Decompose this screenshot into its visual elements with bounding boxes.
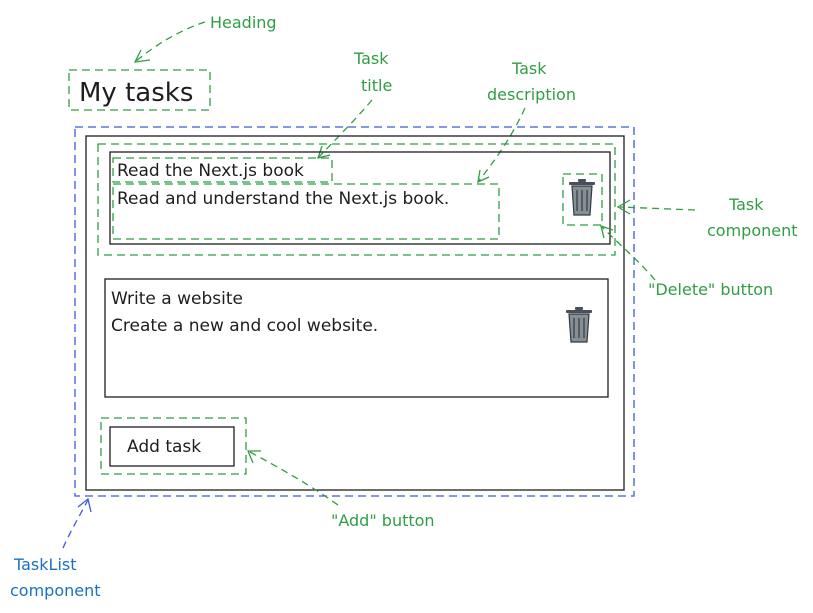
task-title-highlight [112, 157, 333, 183]
heading-highlight [68, 69, 211, 111]
add-task-button-label: Add task [127, 437, 201, 457]
trash-icon [566, 307, 592, 343]
add-button-highlight [100, 417, 247, 475]
task-2-title: Write a website [111, 289, 243, 309]
annotation-tasklist-component-arrow [62, 499, 89, 549]
annotation-delete-button-arrow [600, 225, 656, 281]
task-component-highlight [97, 143, 616, 256]
annotation-task-description-line1: Task [511, 59, 547, 78]
task-card-1 [109, 151, 611, 245]
annotation-tasklist-component-line2: component [10, 581, 101, 600]
annotation-task-component-arrow [619, 206, 696, 211]
add-task-button[interactable]: Add task [109, 426, 235, 467]
delete-button-highlight [562, 173, 603, 226]
annotation-heading-arrow [134, 21, 206, 63]
annotation-task-component-line2: component [707, 221, 798, 240]
task-card-2 [104, 278, 609, 398]
annotation-task-description-arrow [477, 107, 526, 183]
annotation-add-button-label: "Add" button [331, 511, 435, 530]
annotation-task-title-line1: Task [353, 49, 389, 68]
page-heading: My tasks [79, 78, 193, 108]
task-1-description: Read and understand the Next.js book. [117, 189, 449, 209]
annotation-task-description-line2: description [487, 85, 576, 104]
task-1-title: Read the Next.js book [117, 161, 304, 181]
annotation-task-title-arrow [317, 99, 373, 159]
annotation-heading-label: Heading [210, 13, 277, 32]
task-2-description: Create a new and cool website. [111, 316, 378, 336]
task-1-delete-button[interactable] [569, 179, 595, 216]
annotation-tasklist-component-line1: TaskList [13, 555, 77, 574]
tasklist-component-highlight [74, 126, 635, 497]
annotation-task-title-line2: title [361, 76, 392, 95]
tasklist-component [85, 135, 625, 491]
annotation-add-button-arrow [247, 450, 339, 506]
annotation-task-component-line1: Task [728, 195, 764, 214]
trash-icon [569, 179, 595, 216]
task-2-delete-button[interactable] [566, 307, 592, 343]
annotation-delete-button-label: "Delete" button [648, 280, 773, 299]
